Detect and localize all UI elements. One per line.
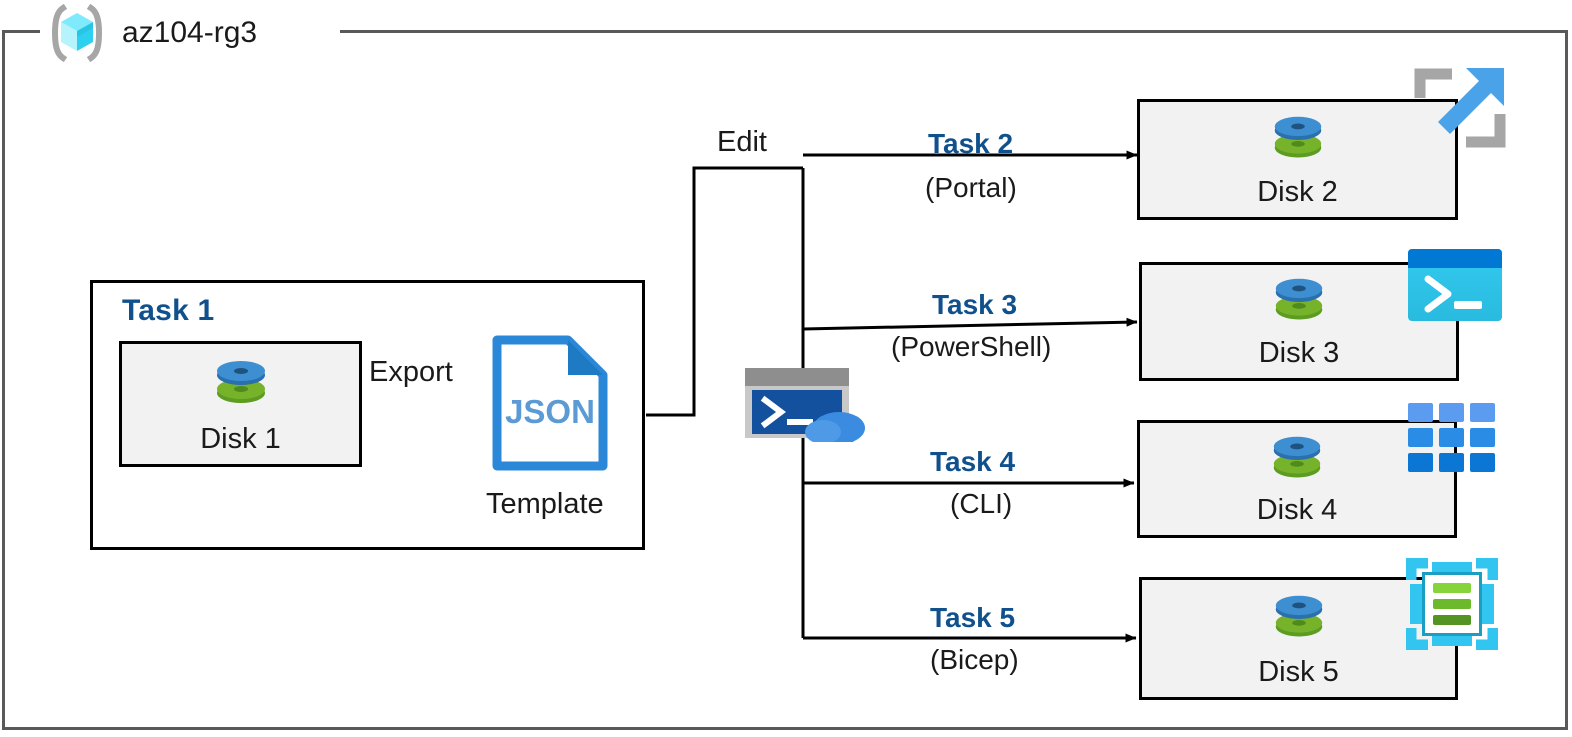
resource-group-cube-icon xyxy=(46,2,108,64)
disk2-label: Disk 2 xyxy=(1257,176,1338,208)
edit-label: Edit xyxy=(717,126,767,158)
disk5-label: Disk 5 xyxy=(1258,656,1339,688)
powershell-icon[interactable] xyxy=(1408,249,1502,326)
json-file-type: JSON xyxy=(505,393,595,430)
disk1-box[interactable]: Disk 1 xyxy=(119,341,362,467)
azure-portal-icon[interactable] xyxy=(1408,62,1512,171)
template-caption: Template xyxy=(486,488,604,520)
disk2-box[interactable]: Disk 2 xyxy=(1137,99,1458,220)
managed-disk-icon xyxy=(1266,429,1328,496)
managed-disk-icon xyxy=(1268,271,1330,338)
task5-tool-label: (Bicep) xyxy=(930,644,1019,675)
disk3-box[interactable]: Disk 3 xyxy=(1139,262,1459,381)
resource-group-frame xyxy=(2,30,1568,730)
azure-cli-icon[interactable] xyxy=(1408,403,1496,480)
task4-tool-label: (CLI) xyxy=(950,488,1013,519)
task2-tool-label: (Portal) xyxy=(925,172,1017,203)
task5-label: Task 5 xyxy=(930,602,1016,633)
task4-label: Task 4 xyxy=(930,446,1016,477)
disk4-label: Disk 4 xyxy=(1256,494,1338,526)
disk1-label: Disk 1 xyxy=(200,423,281,455)
managed-disk-icon xyxy=(1267,109,1329,176)
disk3-label: Disk 3 xyxy=(1258,337,1340,369)
task1-label: Task 1 xyxy=(122,294,215,327)
bicep-icon[interactable] xyxy=(1403,555,1501,655)
managed-disk-icon xyxy=(1268,588,1330,655)
task2-label: Task 2 xyxy=(928,128,1014,159)
json-file-icon[interactable]: JSON xyxy=(490,333,610,478)
resource-group-header: az104-rg3 xyxy=(46,2,257,64)
disk4-box[interactable]: Disk 4 xyxy=(1137,420,1457,538)
cloud-shell-icon[interactable] xyxy=(743,366,867,447)
resource-group-name: az104-rg3 xyxy=(122,16,258,49)
export-label: Export xyxy=(369,356,453,388)
task3-tool-label: (PowerShell) xyxy=(891,331,1052,362)
managed-disk-icon xyxy=(209,353,273,422)
task3-label: Task 3 xyxy=(932,289,1018,320)
